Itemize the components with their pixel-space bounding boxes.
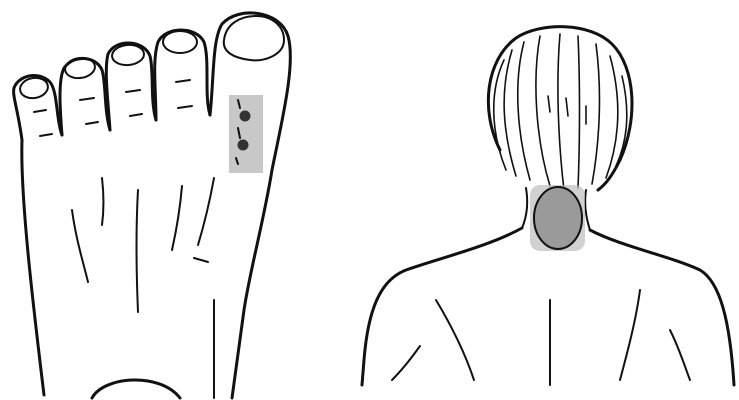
foot-point-upper xyxy=(240,111,251,122)
neck-marker xyxy=(530,185,585,251)
shoulders xyxy=(362,228,734,385)
neck-left-line xyxy=(522,188,527,228)
head-neck-illustration xyxy=(340,0,739,400)
foot-marker xyxy=(229,95,263,173)
foot-panel xyxy=(0,0,330,400)
ankle-outline xyxy=(92,380,180,398)
foot-highlight-strip xyxy=(229,95,263,173)
foot-illustration xyxy=(0,0,330,400)
hair xyxy=(488,27,632,190)
neck-right-line xyxy=(585,190,590,230)
neck-marked-circle xyxy=(534,187,582,249)
back-of-head-panel xyxy=(340,0,739,400)
foot-point-lower xyxy=(238,140,249,151)
toes xyxy=(14,13,291,398)
foot-tendons xyxy=(72,178,214,398)
